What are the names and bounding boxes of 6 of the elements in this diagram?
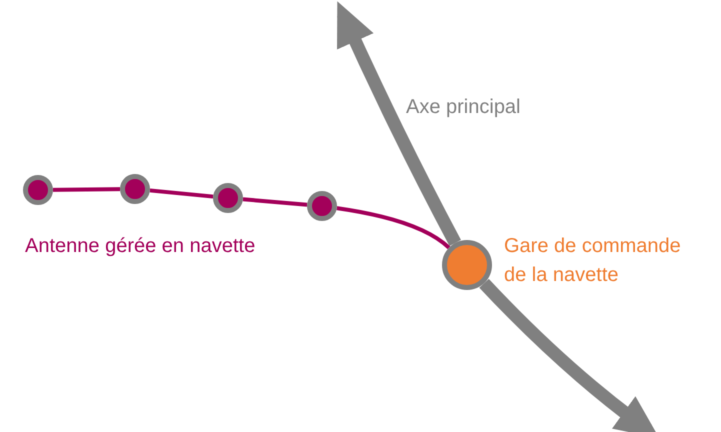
branch-line <box>150 188 214 199</box>
branch-line <box>336 206 450 250</box>
branch-label: Antenne gérée en navette <box>25 234 256 259</box>
branch-line <box>242 197 308 207</box>
branch-line <box>52 187 120 192</box>
station-label: Gare de commande de la navette <box>504 234 682 288</box>
